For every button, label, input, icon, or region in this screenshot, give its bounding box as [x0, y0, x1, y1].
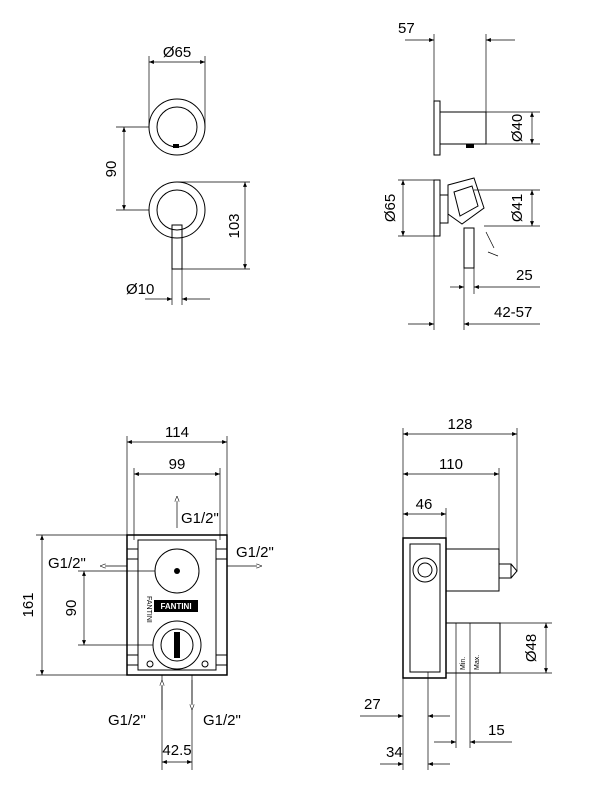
port-bottom-right-label: G1/2" [203, 712, 241, 729]
dim-161: 161 [20, 592, 37, 617]
port-top-label: G1/2" [181, 510, 219, 527]
dim-90-front: 90 [103, 161, 120, 178]
dim-d48: Ø48 [523, 634, 540, 662]
brand-label: FANTINI [160, 602, 191, 611]
lower-knob [156, 189, 198, 231]
dim-128: 128 [447, 416, 472, 433]
upper-knob-tab [173, 144, 179, 148]
front-view-dimensions: Ø65 90 103 Ø10 [103, 44, 250, 305]
clip-tr [215, 548, 228, 560]
dim-46: 46 [416, 496, 433, 513]
dim-d65-side: Ø65 [382, 194, 399, 222]
upper-cartridge-center [174, 568, 180, 574]
box-front-view: FANTINI FANTINI [126, 534, 228, 676]
screw-right [201, 660, 209, 668]
dim-90-box: 90 [63, 600, 80, 617]
lower-hub [439, 194, 449, 224]
dim-99: 99 [169, 456, 186, 473]
lower-plate [433, 179, 441, 237]
dim-34: 34 [386, 744, 403, 761]
dim-d65-top: Ø65 [163, 44, 191, 61]
side-view [433, 100, 499, 269]
clip-bl [126, 654, 139, 666]
lever-head-inner [453, 185, 479, 217]
upper-valve-body [445, 548, 500, 592]
lower-cartridge-inner [160, 628, 194, 662]
dim-103: 103 [226, 213, 243, 238]
box-side-view: Min. Max. [402, 537, 518, 679]
upper-tab-side [466, 144, 474, 148]
box-side-inner [409, 543, 441, 673]
lever-head [447, 177, 485, 225]
dim-15: 15 [488, 722, 505, 739]
brand-plate [154, 600, 198, 612]
dim-42-5: 42.5 [162, 742, 191, 759]
max-label: Max. [474, 655, 481, 670]
dim-57: 57 [398, 20, 415, 37]
upper-plate [433, 100, 441, 156]
lever-handle [171, 224, 183, 270]
lever-swing-mark [485, 231, 499, 257]
box-inner [137, 539, 217, 671]
box-front-dimensions: 114 99 161 90 42.5 [20, 424, 228, 770]
lower-valve-body [445, 622, 501, 674]
box-side-body [402, 537, 447, 679]
port-left-label: G1/2" [48, 555, 86, 572]
upper-valve-tip [510, 563, 518, 579]
box-outer [126, 534, 228, 676]
side-port-inner [417, 562, 433, 578]
dim-25: 25 [516, 267, 533, 284]
side-brand-text: FANTINI [145, 596, 152, 623]
clip-tl [126, 548, 139, 560]
min-label: Min. [460, 657, 467, 670]
dim-42-57: 42-57 [494, 304, 532, 321]
dim-d41: Ø41 [509, 194, 526, 222]
upper-knob-side [439, 111, 487, 145]
side-view-dimensions: 57 Ø40 Ø65 Ø41 25 42-57 [382, 20, 540, 330]
box-side-dimensions: 128 110 46 Ø48 27 15 34 [360, 416, 552, 770]
dim-d10: Ø10 [126, 281, 154, 298]
port-bottom-left-label: G1/2" [108, 712, 146, 729]
dim-110: 110 [439, 456, 463, 473]
lower-cartridge-slot [174, 632, 180, 658]
dim-114: 114 [165, 424, 189, 441]
screw-left [146, 660, 154, 668]
dim-27: 27 [364, 696, 381, 713]
clip-br [215, 654, 228, 666]
port-right-label: G1/2" [236, 544, 274, 561]
side-port-ring [412, 557, 438, 583]
upper-valve-stem [498, 563, 512, 579]
lever-stem [463, 227, 475, 269]
dim-d40: Ø40 [509, 114, 526, 142]
front-view [148, 98, 206, 270]
upper-knob [156, 106, 198, 148]
box-ports: G1/2" G1/2" G1/2" G1/2" G1/2" [48, 496, 274, 729]
